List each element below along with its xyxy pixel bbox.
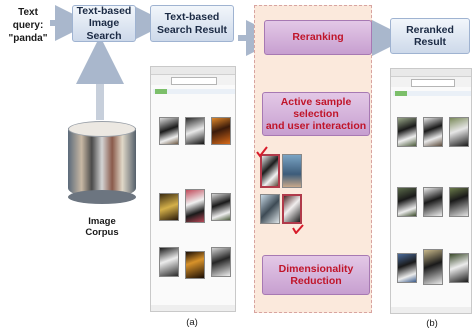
result-thumb-3 bbox=[211, 117, 231, 145]
result-thumb-2 bbox=[185, 117, 205, 145]
active-line1: Active sample selection bbox=[280, 95, 352, 120]
results-bar bbox=[153, 89, 235, 94]
result-thumb-4 bbox=[159, 193, 179, 221]
reranked-thumb-4 bbox=[397, 187, 417, 217]
search-field bbox=[171, 77, 217, 85]
result-thumb-6 bbox=[211, 193, 231, 221]
result-box-line2: Search Result bbox=[156, 23, 228, 36]
caption-b: (b) bbox=[426, 318, 438, 329]
results-bar-b bbox=[393, 91, 471, 96]
reranked-thumb-6 bbox=[449, 187, 469, 217]
search-box-line2: Image Search bbox=[86, 17, 122, 42]
browser-footer bbox=[151, 305, 235, 311]
result-thumb-1 bbox=[159, 117, 179, 145]
selection-check-icon-2 bbox=[292, 224, 304, 234]
sample-thumb-4 bbox=[282, 194, 302, 224]
selected-samples bbox=[256, 146, 304, 234]
sample-thumb-1 bbox=[260, 154, 280, 188]
reranked-thumb-7 bbox=[397, 253, 417, 283]
search-box-line1: Text-based bbox=[76, 5, 132, 18]
active-selection-box: Active sample selection and user interac… bbox=[262, 92, 370, 136]
dimred-label: Dimensionality Reduction bbox=[278, 262, 354, 287]
result-thumb-7 bbox=[159, 247, 179, 277]
result-box-line1: Text-based bbox=[164, 11, 220, 24]
results-indicator-b bbox=[395, 91, 407, 96]
browser-footer-b bbox=[391, 307, 471, 313]
caption-a: (a) bbox=[186, 317, 198, 328]
search-field-b bbox=[411, 79, 455, 87]
text-based-image-search-box: Text-based Image Search bbox=[72, 5, 136, 42]
browser-toolbar-b bbox=[391, 69, 471, 77]
dimensionality-reduction-box: Dimensionality Reduction bbox=[262, 255, 370, 295]
result-thumb-5 bbox=[185, 189, 205, 223]
result-thumb-9 bbox=[211, 247, 231, 277]
image-corpus bbox=[62, 118, 142, 210]
sample-thumb-3 bbox=[260, 194, 280, 224]
corpus-cylinder-bottom bbox=[68, 190, 136, 204]
image-corpus-label: Image Corpus bbox=[85, 216, 119, 238]
results-indicator bbox=[155, 89, 167, 94]
browser-toolbar bbox=[151, 67, 235, 75]
corpus-cylinder-top bbox=[68, 121, 136, 137]
selection-check-icon bbox=[256, 146, 268, 158]
search-result-screenshot bbox=[150, 66, 236, 312]
reranked-result-box: Reranked Result bbox=[390, 18, 470, 54]
reranked-thumb-2 bbox=[423, 117, 443, 147]
result-thumb-8 bbox=[185, 251, 205, 279]
reranked-thumb-3 bbox=[449, 117, 469, 147]
text-query-value: "panda" bbox=[8, 33, 48, 44]
active-line2: and user interaction bbox=[265, 120, 367, 133]
text-query-line1: Text query: bbox=[12, 7, 44, 31]
reranked-result-screenshot bbox=[390, 68, 472, 314]
text-based-search-result-box: Text-based Search Result bbox=[150, 5, 234, 42]
reranking-box: Reranking bbox=[264, 20, 372, 55]
reranked-thumb-1 bbox=[397, 117, 417, 147]
text-query-label: Text query: "panda" bbox=[2, 6, 54, 45]
sample-thumb-2 bbox=[282, 154, 302, 188]
reranked-thumb-8 bbox=[423, 249, 443, 285]
reranking-label: Reranking bbox=[292, 31, 344, 44]
reranked-result-label: Reranked Result bbox=[406, 23, 454, 48]
reranked-thumb-9 bbox=[449, 253, 469, 283]
corpus-cylinder-body bbox=[68, 128, 136, 198]
reranked-thumb-5 bbox=[423, 187, 443, 217]
